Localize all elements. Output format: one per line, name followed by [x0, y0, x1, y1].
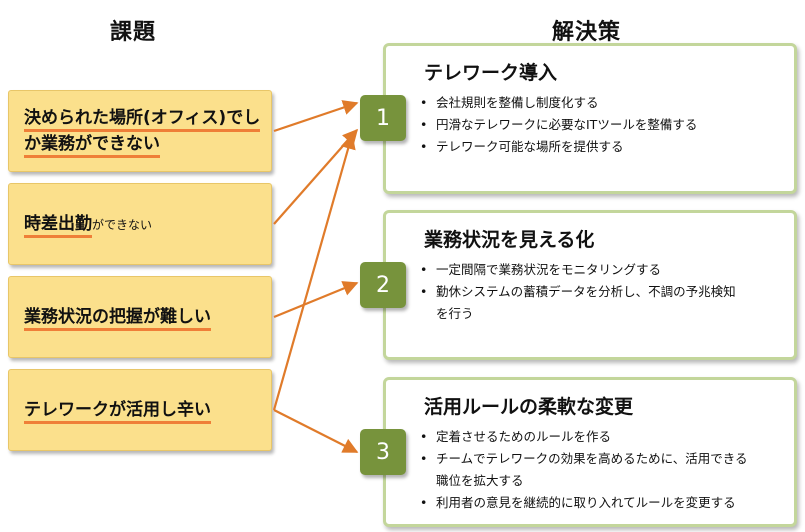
solution-3-number-badge: 3 — [360, 429, 406, 475]
issue-box-4: テレワークが活用し辛い — [8, 369, 272, 451]
solution-3-bullet-1: 定着させるためのルールを作る — [420, 426, 782, 448]
solution-1-title: テレワーク導入 — [424, 62, 558, 84]
arrow-issue2-to-solution1 — [273, 128, 359, 225]
solutions-heading: 解決策 — [552, 20, 622, 45]
issue-3-text: 業務状況の把握が難しい — [24, 307, 211, 331]
solution-1-bullet-2: 円滑なテレワークに必要なITツールを整備する — [420, 114, 782, 136]
issue-box-1: 決められた場所(オフィス)でし か業務ができない — [8, 90, 272, 172]
solution-2-bullet-2: 勤休システムの蓄積データを分析し、不調の予兆検知 — [420, 281, 782, 303]
solution-box-3: 活用ルールの柔軟な変更 定着させるためのルールを作る チームでテレワークの効果を… — [383, 377, 797, 527]
solution-box-1: テレワーク導入 会社規則を整備し制度化する 円滑なテレワークに必要なITツールを… — [383, 43, 797, 194]
arrow-issue3-to-solution2 — [273, 281, 359, 319]
issue-1-line-1: 決められた場所(オフィス)でし — [24, 108, 261, 132]
arrow-issue4-to-solution1 — [272, 133, 356, 411]
issue-2-suffix: ができない — [92, 217, 153, 232]
solution-3-list: 定着させるためのルールを作る チームでテレワークの効果を高めるために、活用できる… — [420, 426, 782, 514]
solution-1-list: 会社規則を整備し制度化する 円滑なテレワークに必要なITツールを整備する テレワ… — [420, 92, 782, 158]
solution-2-list: 一定間隔で業務状況をモニタリングする 勤休システムの蓄積データを分析し、不調の予… — [420, 259, 782, 325]
issues-heading: 課題 — [110, 20, 157, 45]
arrow-issue1-to-solution1 — [273, 100, 359, 133]
issue-1-line-2: か業務ができない — [24, 134, 160, 158]
solution-3-bullet-2: チームでテレワークの効果を高めるために、活用できる — [420, 448, 782, 470]
issue-4-text: テレワークが活用し辛い — [24, 400, 211, 424]
issue-box-2: 時差出勤ができない — [8, 183, 272, 265]
solution-1-number-badge: 1 — [360, 95, 406, 141]
solution-1-bullet-3: テレワーク可能な場所を提供する — [420, 136, 782, 158]
solution-box-2: 業務状況を見える化 一定間隔で業務状況をモニタリングする 勤休システムの蓄積デー… — [383, 210, 797, 360]
solution-3-bullet-3: 利用者の意見を継続的に取り入れてルールを変更する — [420, 492, 782, 514]
solution-2-title: 業務状況を見える化 — [424, 229, 595, 251]
solution-2-number-badge: 2 — [360, 262, 406, 308]
solution-1-bullet-1: 会社規則を整備し制度化する — [420, 92, 782, 114]
issue-box-3: 業務状況の把握が難しい — [8, 276, 272, 358]
solution-2-bullet-2-cont: を行う — [436, 306, 474, 321]
solution-2-bullet-1: 一定間隔で業務状況をモニタリングする — [420, 259, 782, 281]
solution-3-bullet-2-cont: 職位を拡大する — [436, 473, 524, 488]
arrow-issue4-to-solution3 — [273, 409, 359, 453]
solution-3-title: 活用ルールの柔軟な変更 — [424, 396, 634, 418]
issue-2-main: 時差出勤 — [24, 213, 92, 238]
